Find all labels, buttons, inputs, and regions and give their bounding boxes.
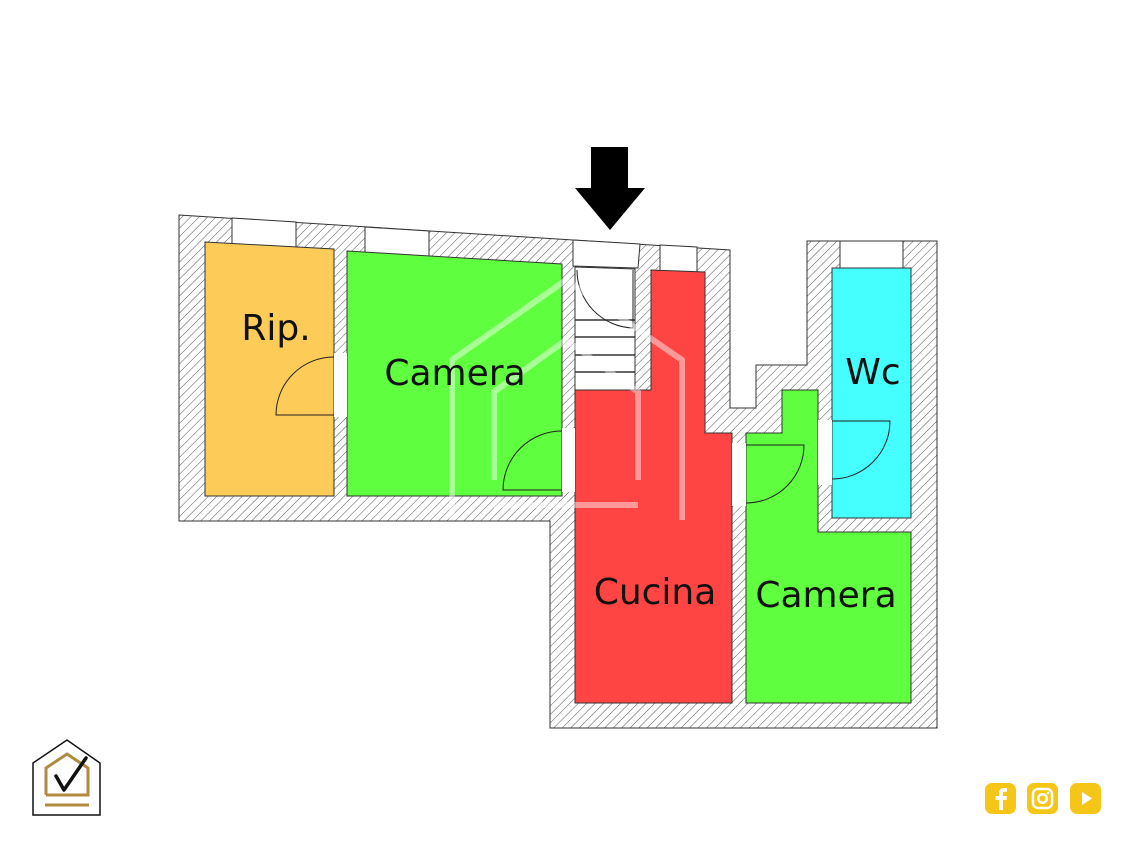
windows	[231, 217, 904, 274]
arrow-down-icon	[575, 147, 645, 230]
door-ripostiglio	[275, 356, 335, 416]
door-camera-2	[745, 444, 805, 504]
window	[572, 239, 641, 269]
doors	[275, 269, 891, 504]
window	[839, 240, 904, 269]
room-label: Cucina	[594, 572, 717, 613]
youtube-icon[interactable]	[1070, 783, 1101, 814]
room-cucina	[574, 269, 733, 704]
instagram-icon[interactable]	[1027, 783, 1058, 814]
room-label: Camera	[384, 353, 525, 394]
watermark-logo	[449, 276, 685, 520]
facebook-icon[interactable]	[985, 783, 1016, 814]
door-camera-1	[502, 430, 563, 491]
door-entrance	[576, 269, 634, 329]
house-check-logo	[32, 739, 101, 816]
room-label: Rip.	[241, 308, 310, 349]
room-wc	[831, 267, 912, 519]
room-label: Wc	[845, 352, 900, 393]
room-label: Camera	[755, 575, 896, 616]
door-wc	[831, 420, 891, 480]
window	[659, 244, 698, 274]
room-ripostiglio	[204, 241, 335, 497]
